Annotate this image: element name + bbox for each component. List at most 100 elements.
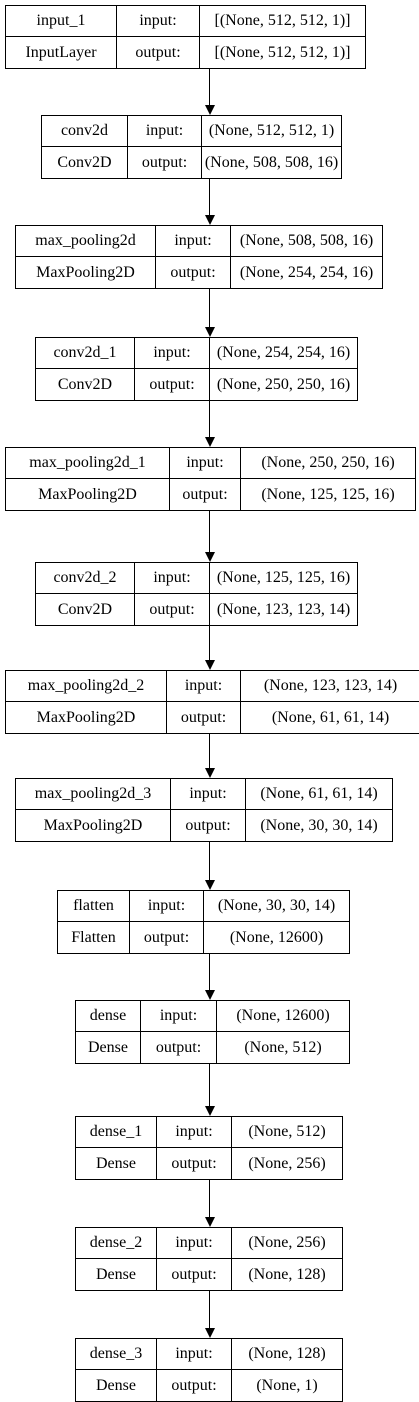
input-label: input: bbox=[135, 563, 210, 594]
output-label: output: bbox=[157, 1259, 232, 1290]
output-label: output: bbox=[128, 147, 202, 178]
output-label: output: bbox=[156, 257, 231, 288]
input-shape: (None, 128) bbox=[232, 1339, 342, 1370]
arrowhead-icon bbox=[205, 768, 215, 778]
connector-line bbox=[209, 842, 210, 880]
input-shape: (None, 30, 30, 14) bbox=[204, 891, 349, 922]
connector-line bbox=[209, 289, 210, 327]
output-shape: (None, 508, 508, 16) bbox=[204, 153, 339, 171]
connector-line bbox=[209, 179, 210, 215]
connector-line bbox=[209, 1291, 210, 1328]
layer-name: max_pooling2d_2 bbox=[6, 671, 167, 702]
layer-name: flatten bbox=[58, 891, 130, 922]
arrowhead-icon bbox=[205, 105, 215, 115]
output-shape: [(None, 512, 512, 1)] bbox=[214, 43, 351, 61]
arrowhead-icon bbox=[205, 215, 215, 225]
connector-line bbox=[209, 734, 210, 768]
output-shape: (None, 61, 61, 14) bbox=[271, 708, 390, 726]
input-label: input: bbox=[157, 1228, 232, 1259]
output-label: output: bbox=[135, 369, 210, 400]
output-label: output: bbox=[135, 594, 210, 625]
layer-type: MaxPooling2D bbox=[6, 479, 170, 510]
layer-type: Dense bbox=[76, 1032, 141, 1063]
output-label: output: bbox=[157, 1370, 232, 1401]
layer-type: Conv2D bbox=[36, 594, 135, 625]
arrowhead-icon bbox=[205, 1106, 215, 1116]
input-shape: (None, 508, 508, 16) bbox=[231, 226, 382, 257]
connector-line bbox=[209, 511, 210, 552]
output-label: output: bbox=[130, 922, 204, 953]
connector-line bbox=[209, 1180, 210, 1217]
output-label: output: bbox=[117, 37, 200, 68]
output-shape: (None, 250, 250, 16) bbox=[216, 375, 351, 393]
connector-line bbox=[209, 1064, 210, 1106]
input-shape: (None, 512) bbox=[232, 1117, 342, 1148]
layer-name: input_1 bbox=[6, 6, 117, 37]
layer-name: dense bbox=[76, 1001, 141, 1032]
arrowhead-icon bbox=[205, 1217, 215, 1227]
input-shape: (None, 256) bbox=[232, 1228, 342, 1259]
layer-name: dense_3 bbox=[76, 1339, 157, 1370]
input-label: input: bbox=[157, 1339, 232, 1370]
input-label: input: bbox=[128, 116, 202, 147]
layer-type: Dense bbox=[76, 1259, 157, 1290]
input-label: input: bbox=[170, 448, 241, 479]
layer-type: Dense bbox=[76, 1148, 157, 1179]
layer-name: dense_2 bbox=[76, 1228, 157, 1259]
input-shape: [(None, 512, 512, 1)] bbox=[200, 6, 365, 37]
layer-name: conv2d_1 bbox=[36, 338, 135, 369]
output-label: output: bbox=[157, 1148, 232, 1179]
layer-type: MaxPooling2D bbox=[16, 257, 156, 288]
output-shape: (None, 128) bbox=[248, 1265, 326, 1283]
input-label: input: bbox=[135, 338, 210, 369]
output-shape: (None, 125, 125, 16) bbox=[261, 485, 395, 503]
layer-type: Flatten bbox=[58, 922, 130, 953]
connector-line bbox=[209, 401, 210, 437]
output-shape: (None, 1) bbox=[256, 1376, 318, 1394]
input-shape: (None, 61, 61, 14) bbox=[246, 779, 392, 810]
output-label: output: bbox=[141, 1032, 217, 1063]
input-shape: (None, 512, 512, 1) bbox=[202, 116, 341, 147]
connector-line bbox=[209, 954, 210, 990]
arrowhead-icon bbox=[205, 437, 215, 447]
input-label: input: bbox=[117, 6, 200, 37]
input-label: input: bbox=[130, 891, 204, 922]
arrowhead-icon bbox=[205, 1328, 215, 1338]
layer-name: max_pooling2d_1 bbox=[6, 448, 170, 479]
output-label: output: bbox=[170, 479, 241, 510]
input-label: input: bbox=[171, 779, 246, 810]
layer-name: dense_1 bbox=[76, 1117, 157, 1148]
input-label: input: bbox=[141, 1001, 217, 1032]
output-shape: (None, 512) bbox=[244, 1038, 322, 1056]
arrowhead-icon bbox=[205, 552, 215, 562]
layer-name: conv2d_2 bbox=[36, 563, 135, 594]
input-shape: (None, 254, 254, 16) bbox=[210, 338, 357, 369]
arrowhead-icon bbox=[205, 660, 215, 670]
output-label: output: bbox=[171, 810, 246, 841]
output-shape: (None, 123, 123, 14) bbox=[216, 600, 351, 618]
input-label: input: bbox=[157, 1117, 232, 1148]
input-shape: (None, 123, 123, 14) bbox=[241, 671, 419, 702]
connector-line bbox=[209, 626, 210, 660]
layer-name: max_pooling2d_3 bbox=[16, 779, 171, 810]
input-shape: (None, 12600) bbox=[217, 1001, 349, 1032]
layer-type: Dense bbox=[76, 1370, 157, 1401]
layer-type: InputLayer bbox=[6, 37, 117, 68]
input-label: input: bbox=[156, 226, 231, 257]
arrowhead-icon bbox=[205, 327, 215, 337]
layer-name: max_pooling2d bbox=[16, 226, 156, 257]
